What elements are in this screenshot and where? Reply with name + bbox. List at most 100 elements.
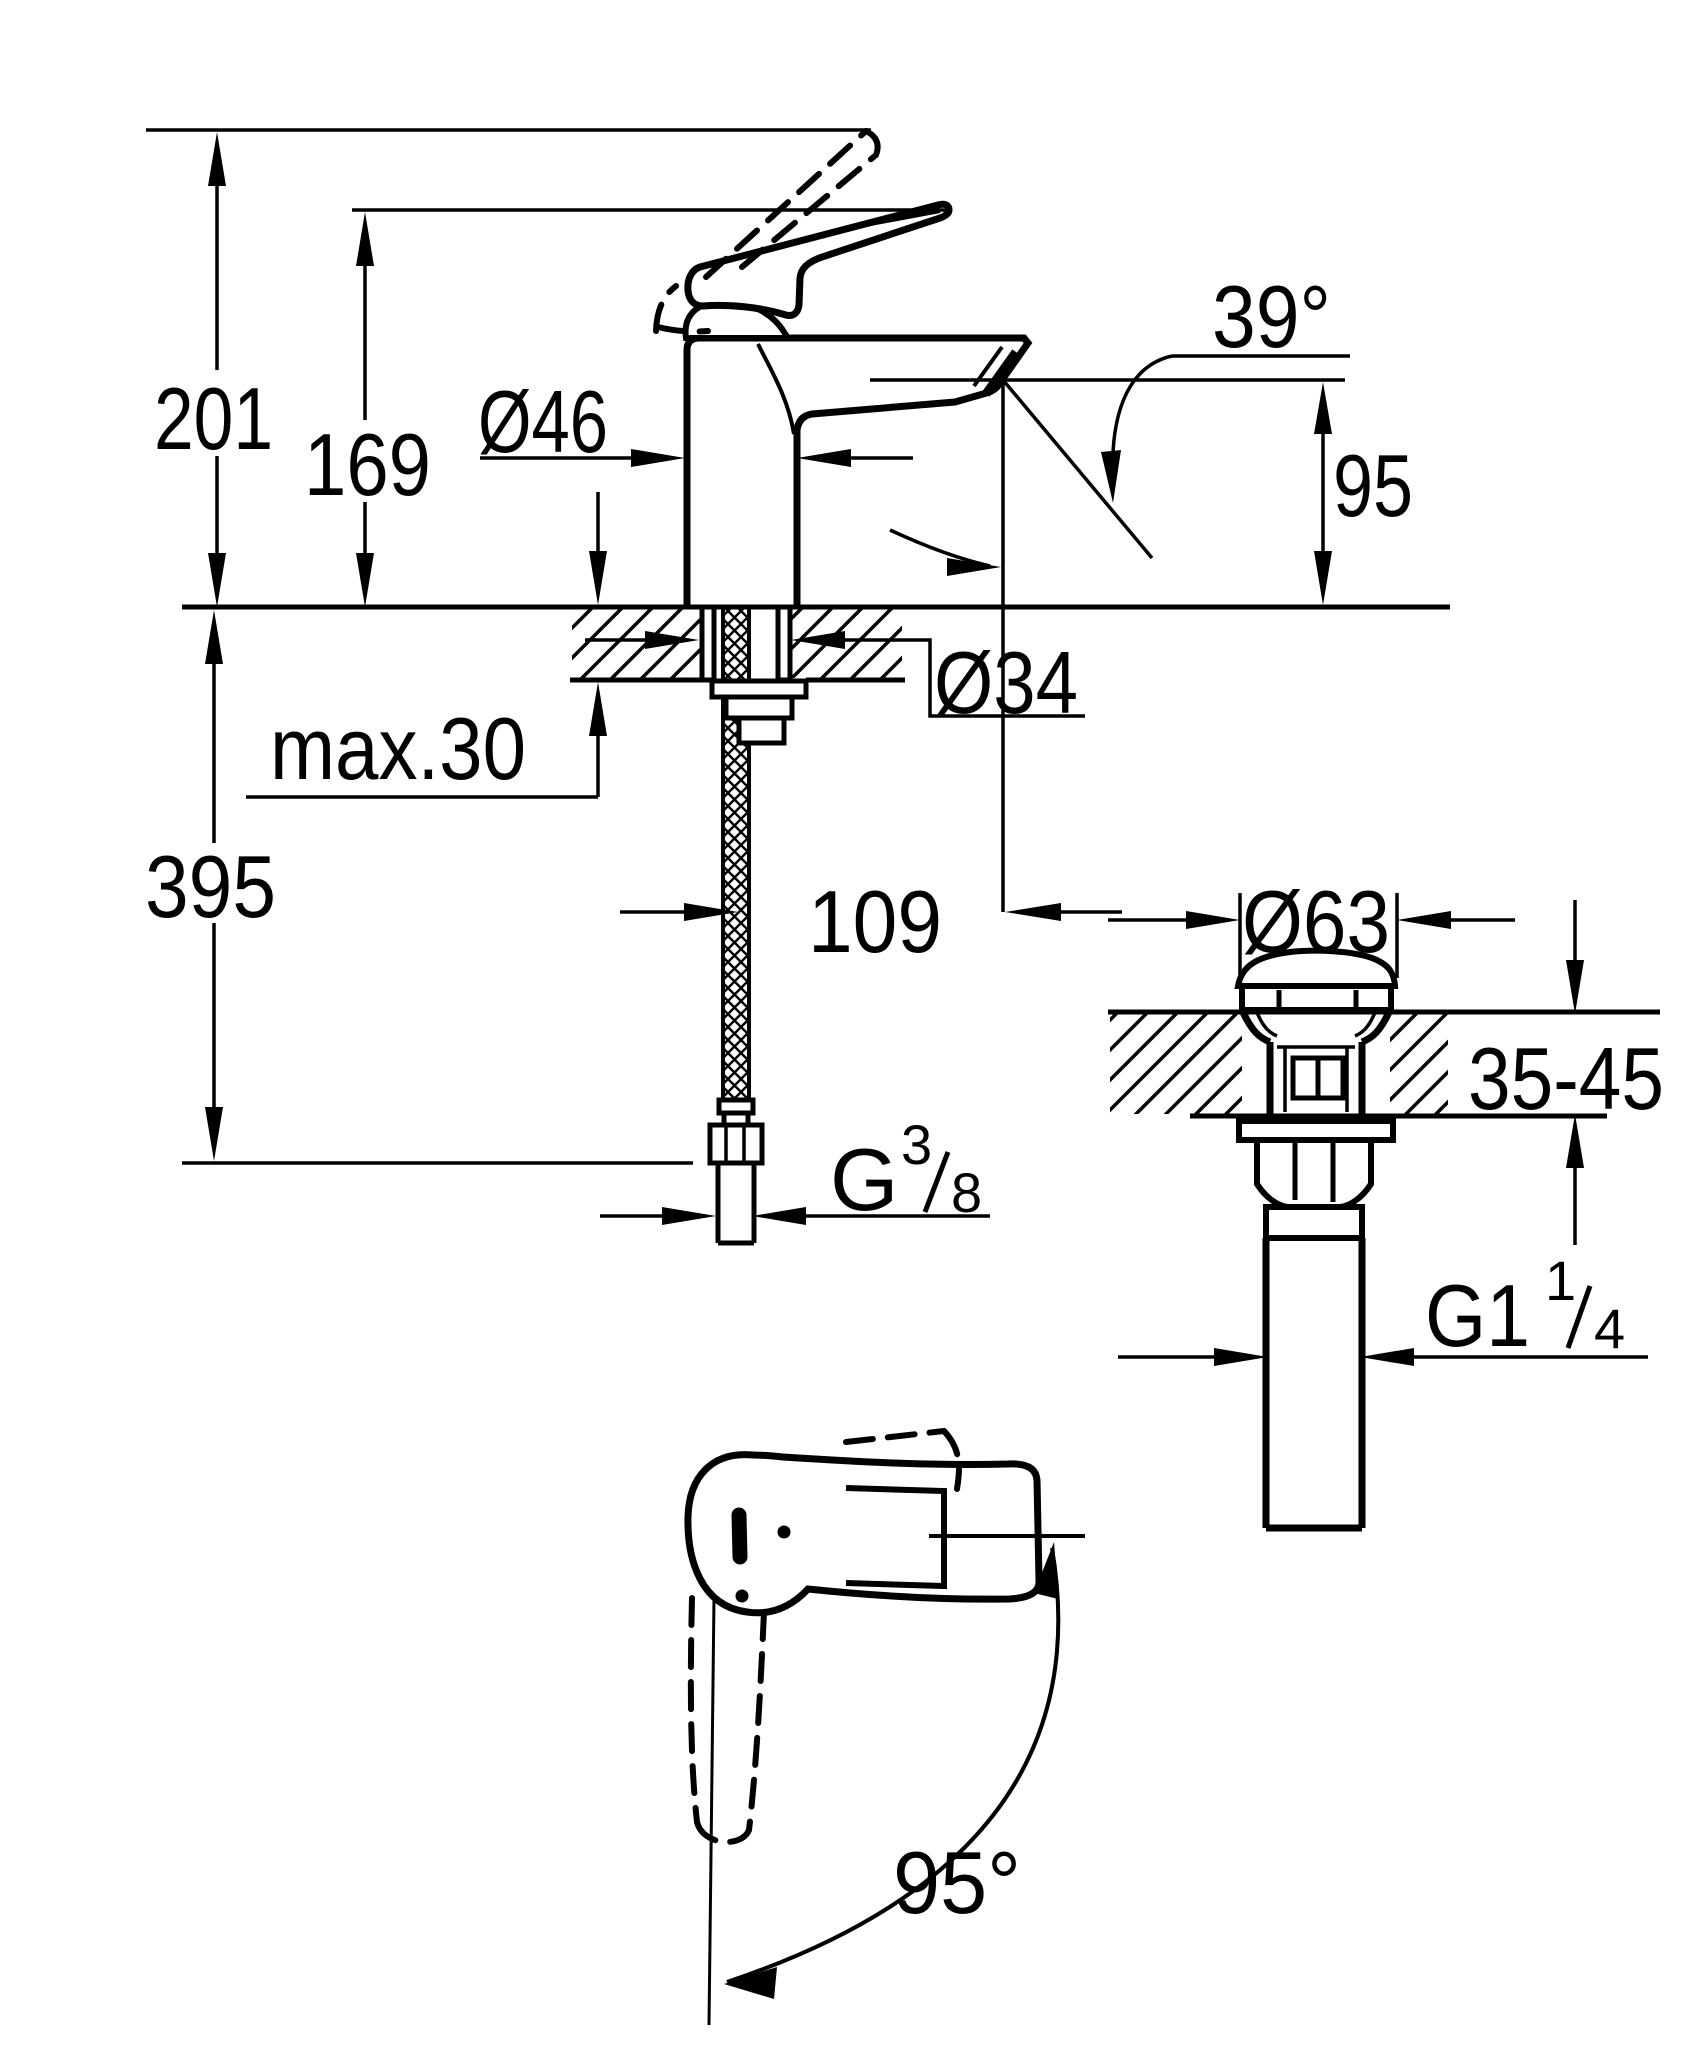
dim-g114-label-denominator: 4 <box>1594 1297 1625 1360</box>
dim-max30: max.30 <box>246 492 607 799</box>
aerator-face <box>982 349 1020 397</box>
dim-169-label: 169 <box>304 415 431 514</box>
arrow-up-icon <box>356 212 374 266</box>
arrow-left-icon <box>752 1207 806 1225</box>
shank-wall-right <box>775 604 793 683</box>
waste-collar-band <box>1263 1204 1365 1241</box>
arrow-down-icon <box>1101 450 1121 503</box>
deck-hatch-left <box>572 609 700 678</box>
arrow-left-icon <box>724 1967 777 1999</box>
dim-34-label: Ø34 <box>934 633 1078 732</box>
waste-cap-skirt-marks <box>1276 990 1359 1010</box>
arrow-right-icon <box>947 558 1001 576</box>
handle-plan-inner-lines <box>845 1485 947 1590</box>
handle-logo-mark <box>731 1507 748 1565</box>
dim-g114-label-numerator: 1 <box>1545 1249 1576 1312</box>
waste-cap-skirt <box>1239 983 1394 1013</box>
dim-34: Ø34 <box>585 631 1085 732</box>
dim-39-label: 39° <box>1212 267 1331 366</box>
waste-deck-hatch-left <box>1110 1014 1242 1114</box>
handle-plan-outline <box>684 1451 1043 1617</box>
waste-drain <box>1108 947 1660 1532</box>
handle-lever <box>684 200 953 319</box>
dim-95deg-arc <box>726 1547 1061 1984</box>
waste-deck-hatch-right <box>1390 1014 1448 1114</box>
arrow-up-icon <box>1566 1114 1584 1168</box>
aerator-angle-ray <box>1001 378 1154 560</box>
hose-thread-pipe <box>715 1163 757 1246</box>
shank-step-2 <box>736 715 787 746</box>
shank-step-1 <box>723 694 795 721</box>
arrow-down-icon <box>589 551 607 605</box>
faucet-body-fill <box>687 338 1028 607</box>
dim-46: Ø46 <box>478 372 913 471</box>
handle-plan-ghost-corner <box>941 1428 962 1492</box>
arrow-right-icon <box>684 903 738 921</box>
handle-lever-inner-line <box>832 209 941 233</box>
arrow-left-icon <box>797 449 851 467</box>
dim-3545: 35-45 <box>1468 900 1664 1245</box>
handle-rotated-ghost <box>687 1595 767 1845</box>
waste-body-inner-lines <box>1277 1045 1355 1112</box>
deck-hatch-right <box>792 609 902 678</box>
dim-95deg-label: 95° <box>893 1833 1021 1932</box>
dim-3545-label: 35-45 <box>1468 1029 1664 1128</box>
dim-109: 109 <box>620 872 1122 971</box>
dim-g114-label-prefix: G1 <box>1425 1266 1530 1365</box>
dim-g38-label-denominator: 8 <box>951 1161 982 1224</box>
faucet-body <box>683 334 1033 607</box>
dim-39-arc <box>1111 354 1173 453</box>
arrow-down-icon <box>1566 960 1584 1014</box>
waste-hex-nut <box>1254 1137 1374 1210</box>
dim-95: 95 <box>1314 382 1413 605</box>
supply-hose-end <box>707 1097 765 1246</box>
dim-g38-label-numerator: 3 <box>901 1113 932 1176</box>
arrow-down-icon <box>356 553 374 607</box>
raised-dome-ghost <box>655 324 711 335</box>
arrow-left-icon <box>1360 1348 1414 1366</box>
fraction-slash-icon <box>1565 1285 1593 1349</box>
hose-nut-facets <box>724 1125 746 1163</box>
waste-tailpipe <box>1262 1238 1366 1532</box>
arrow-right-icon <box>1214 1348 1268 1366</box>
arrow-up-icon <box>1314 382 1332 434</box>
dim-95-label: 95 <box>1333 436 1413 535</box>
arrow-left-icon <box>791 631 845 649</box>
arrow-right-icon <box>631 449 685 467</box>
arrow-up-icon <box>1034 1542 1058 1599</box>
dim-46-label: Ø46 <box>478 372 608 471</box>
dim-169: 169 <box>304 208 952 607</box>
waste-funnel-outline <box>1238 1008 1394 1121</box>
dim-max30-lines <box>246 492 600 799</box>
handle-plan <box>684 1428 1043 1617</box>
arrow-up-icon <box>205 610 223 664</box>
body-transition-curve <box>756 343 796 435</box>
ghost-edge-left <box>687 1595 700 1825</box>
waste-hex-nut-facets <box>1292 1140 1336 1202</box>
mounting-shank <box>699 604 809 1102</box>
handle-lever-outline <box>684 200 953 319</box>
waste-cap-dome <box>1234 947 1399 989</box>
arrow-down-icon <box>205 1107 223 1161</box>
arrow-right-icon <box>662 1207 716 1225</box>
dim-39: 39° <box>870 267 1350 912</box>
arrow-right-icon <box>1186 911 1240 929</box>
deck-section-waste <box>1110 1014 1448 1114</box>
handle-dot-mark-2 <box>735 1589 749 1603</box>
dim-g38: G 3 8 <box>600 1113 990 1229</box>
dim-34-leader <box>845 638 1085 718</box>
dim-109-label: 109 <box>808 872 942 971</box>
hose-nut <box>707 1122 765 1166</box>
pop-up-waste-view: Ø63 35-45 G1 1 4 <box>1108 872 1664 1532</box>
deck-section-main <box>182 604 1450 683</box>
dim-g38-label-prefix: G <box>830 1130 898 1229</box>
ghost-end-cap <box>694 1819 752 1845</box>
handle-top-view: 95° <box>684 1428 1085 2026</box>
dim-95deg: 95° <box>724 1534 1085 1999</box>
handle-plan-ghost-top <box>843 1428 947 1445</box>
arrow-down-icon <box>1314 551 1332 605</box>
arrow-left-icon <box>1005 903 1061 921</box>
dim-63-ext-lines <box>1238 893 1399 978</box>
